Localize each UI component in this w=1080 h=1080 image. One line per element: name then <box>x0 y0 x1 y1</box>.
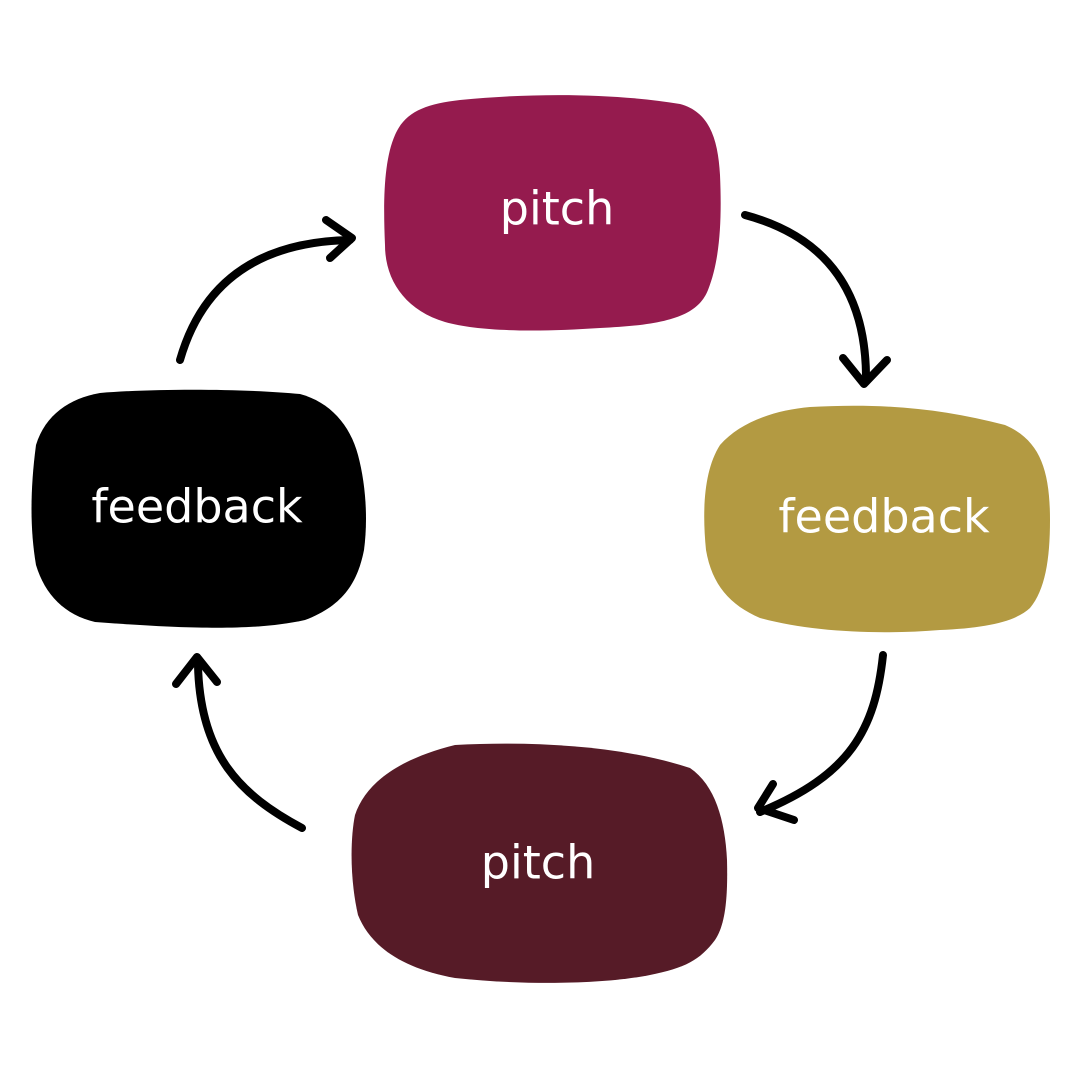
node-bottom-pitch: pitch <box>351 743 728 983</box>
node-bottom-label: pitch <box>481 836 595 890</box>
arrow-top-to-right-head <box>839 354 891 388</box>
node-bottom-blob <box>351 743 728 983</box>
arrow-left-to-top-head <box>322 216 356 262</box>
arrow-bottom-to-left <box>172 653 306 832</box>
arrow-top-to-right-shaft <box>741 211 870 379</box>
node-right-label: feedback <box>778 490 990 544</box>
node-top-blob <box>384 95 721 331</box>
arrow-right-to-bottom-head <box>754 780 798 824</box>
arrow-right-to-bottom <box>754 651 887 824</box>
node-right-blob <box>704 405 1050 633</box>
arrow-right-to-bottom-shaft <box>756 651 887 816</box>
node-left-label: feedback <box>91 480 303 534</box>
arrow-left-to-top-shaft <box>176 236 354 364</box>
node-right-feedback: feedback <box>704 405 1050 633</box>
arrow-bottom-to-left-head <box>172 653 221 688</box>
node-top-label: pitch <box>500 182 614 236</box>
node-left-feedback: feedback <box>31 389 366 628</box>
arrow-bottom-to-left-shaft <box>194 661 306 832</box>
node-top-pitch: pitch <box>384 95 721 331</box>
arrow-left-to-top <box>176 216 356 364</box>
arrow-top-to-right <box>741 211 891 388</box>
node-left-blob <box>31 389 366 628</box>
